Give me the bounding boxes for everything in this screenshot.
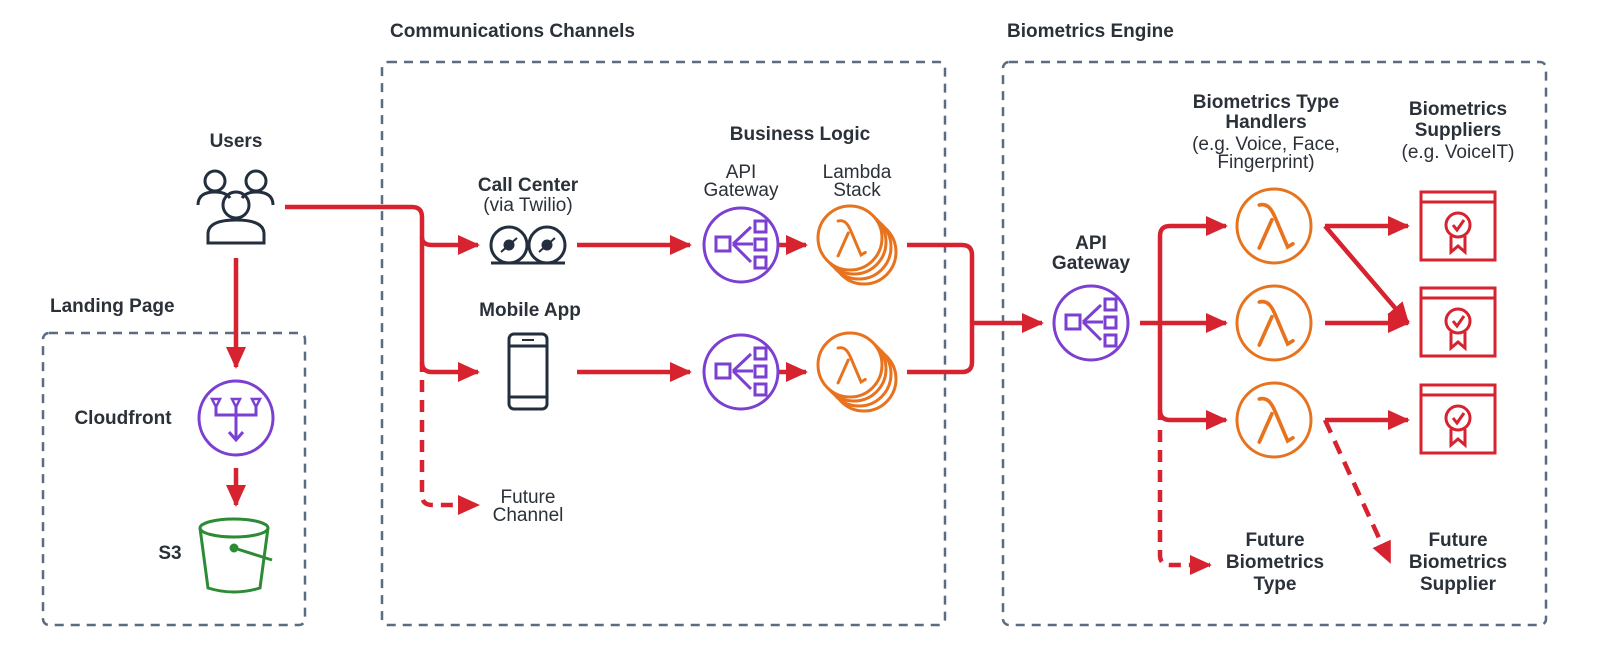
s3-label: S3 (158, 543, 182, 564)
handlers-label-4: Fingerprint) (1217, 152, 1315, 173)
business-logic-label: Business Logic (729, 124, 871, 145)
cloudfront-icon (197, 379, 275, 457)
future-type-label-2: Biometrics (1225, 552, 1325, 573)
future-channel-label-2: Channel (492, 505, 564, 526)
handler-top-to-supplier-mid (1323, 224, 1410, 325)
mobile-phone-icon (507, 332, 549, 411)
certificate-icon (1419, 286, 1497, 358)
lambda-stack-label-1: Lambda (822, 162, 892, 183)
api-gateway-label-2: Gateway (703, 180, 779, 201)
api-gateway-icon (702, 206, 780, 284)
users-to-channels-line (285, 204, 425, 372)
future-supplier-label-1: Future (1428, 530, 1488, 551)
lambda-icon (1237, 286, 1311, 360)
biometrics-engine-group (1001, 60, 1548, 627)
api-gateway-icon (702, 333, 780, 411)
to-future-channel-arrow (419, 380, 480, 515)
lambda-icon (1237, 189, 1311, 263)
engine-api-gateway-icon (1052, 284, 1130, 362)
lambda-stack-icon (818, 333, 896, 411)
lambda-top-to-engine (907, 242, 975, 375)
certificate-icon (1419, 383, 1497, 455)
engine-api-label-1: API (1075, 233, 1107, 254)
future-type-label-3: Type (1253, 574, 1297, 595)
handlers-label-2: Handlers (1225, 112, 1307, 133)
future-type-label-1: Future (1245, 530, 1305, 551)
twilio-icon (489, 225, 567, 265)
api-gateway-label-1: API (725, 162, 757, 183)
future-supplier-label-3: Supplier (1419, 574, 1496, 595)
to-call-center-arrow (419, 235, 480, 255)
communications-channels-group (380, 60, 947, 627)
users-label: Users (209, 131, 263, 152)
biometrics-engine-title: Biometrics Engine (1007, 21, 1174, 42)
communications-channels-title: Communications Channels (390, 21, 635, 42)
certificate-icon (1419, 190, 1497, 262)
handlers-label-1: Biometrics Type (1192, 92, 1340, 113)
to-mobile-app-arrow (419, 361, 480, 382)
landing-page-title: Landing Page (50, 296, 175, 317)
future-channel-label-1: Future (500, 487, 556, 508)
suppliers-label-3: (e.g. VoiceIT) (1401, 142, 1515, 163)
cloudfront-label: Cloudfront (74, 408, 172, 429)
suppliers-label-1: Biometrics (1408, 99, 1508, 120)
suppliers-label-2: Suppliers (1414, 120, 1502, 141)
call-center-label: Call Center (477, 175, 579, 196)
s3-bucket-icon (198, 517, 273, 594)
lambda-stack-label-2: Stack (833, 180, 881, 201)
future-supplier-label-2: Biometrics (1408, 552, 1508, 573)
landing-page-group (41, 331, 307, 627)
handlers-label-3: (e.g. Voice, Face, (1192, 134, 1340, 155)
lambda-icon (1237, 383, 1311, 457)
engine-api-label-2: Gateway (1051, 253, 1131, 274)
call-center-sublabel: (via Twilio) (483, 195, 573, 216)
lambda-stack-icon (818, 206, 896, 284)
future-supplier-arrow (1322, 419, 1393, 564)
handler-bottom-arrow (1157, 409, 1228, 430)
mobile-app-label: Mobile App (479, 300, 581, 321)
handlers-trunk (1157, 216, 1228, 420)
users-icon (196, 169, 275, 245)
flow-lines (226, 204, 1410, 575)
future-type-arrow (1157, 430, 1212, 575)
